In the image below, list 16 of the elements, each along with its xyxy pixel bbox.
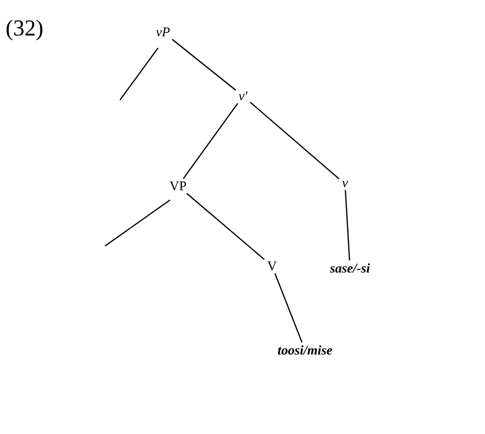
category-label: v [342, 180, 348, 188]
category-label: vP [156, 28, 170, 36]
branch-line [104, 200, 170, 246]
example-number: (32) [6, 20, 42, 40]
branch-line [186, 192, 265, 260]
branch-line [172, 38, 236, 91]
branch-line [250, 102, 340, 180]
branch-line [182, 103, 238, 179]
branch-line [344, 190, 350, 260]
category-label: V [267, 262, 277, 270]
terminal-word: toosi/mise [278, 345, 332, 355]
branch-line [120, 48, 158, 100]
terminal-word: sase/-si [330, 263, 370, 273]
branch-line [274, 273, 303, 343]
category-label: VP [170, 182, 186, 190]
category-label: v′ [238, 92, 248, 100]
